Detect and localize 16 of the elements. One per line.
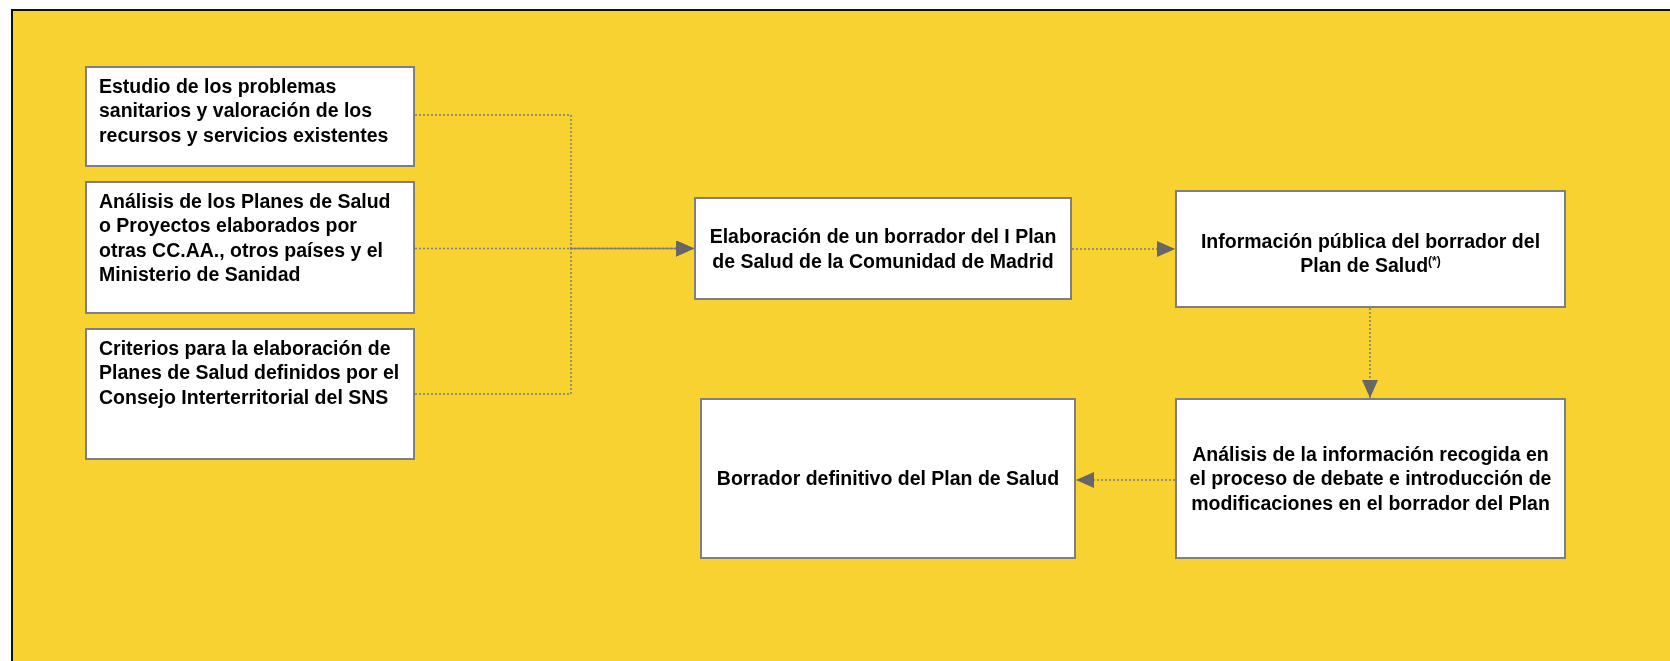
- box-text: Elaboración de un borrador del I Plan de Salud de la Comunidad de Madrid: [708, 224, 1058, 273]
- arrow: [1075, 472, 1176, 488]
- process-box: [1175, 190, 1566, 308]
- process-box: [1175, 398, 1566, 559]
- process-box: [85, 181, 415, 314]
- arrow: [1362, 307, 1378, 399]
- process-box: [694, 197, 1072, 300]
- box-text: Criterios para la elaboración de Planes de Salud definidos por el Consejo Interterritorial del SNS: [99, 336, 401, 410]
- box-text: Información pública del borrador del Plan de Salud$^{(*)}$: [1199, 228, 1542, 278]
- box-text: Estudio de los problemas sanitarios y valoración de los recursos y servicios existentes: [99, 74, 390, 148]
- process-box: [85, 328, 415, 460]
- box-text: Borrador definitivo del Plan de Salud: [716, 466, 1060, 491]
- process-box: [700, 398, 1076, 559]
- process-box: [85, 66, 415, 167]
- box-text: Análisis de los Planes de Salud o Proyectos elaborados por otras CC.AA., otros países y el Ministerio de Sanidad: [99, 189, 392, 287]
- box-text: Análisis de la información recogida en el proceso de debate e introducción de modificaciones en el borrador del Plan: [1189, 441, 1552, 516]
